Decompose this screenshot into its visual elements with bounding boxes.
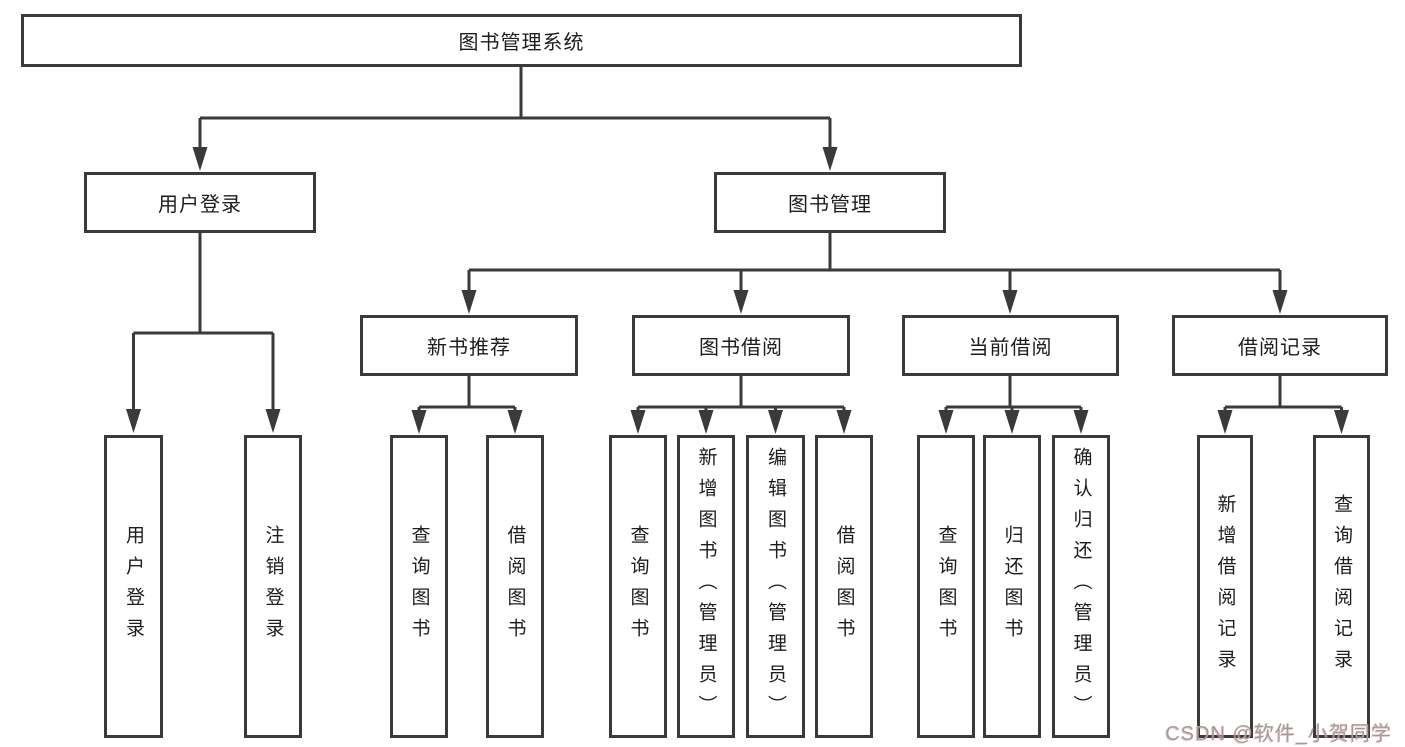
- leaf-confirm-return-admin-label: 确认归还（管理员）: [1070, 447, 1092, 726]
- leaf-edit-book-admin-label: 编辑图书（管理员）: [765, 447, 786, 726]
- leaf-query-books-current-label: 查询图书: [935, 524, 957, 649]
- node-user-login: 用户登录: [84, 172, 316, 233]
- leaf-return-book: 归还图书: [983, 435, 1041, 738]
- connector-userlogin-to-leaves: [132, 233, 275, 409]
- node-borrowing-records-label: 借阅记录: [1238, 337, 1322, 359]
- leaf-add-borrow-record-label: 新增借阅记录: [1214, 493, 1236, 680]
- leaf-edit-book-admin: 编辑图书（管理员）: [746, 435, 805, 738]
- node-root-system: 图书管理系统: [21, 14, 1022, 67]
- leaf-user-login: 用户登录: [104, 435, 163, 738]
- arrowheads: [126, 147, 1349, 434]
- leaf-add-borrow-record: 新增借阅记录: [1197, 435, 1253, 738]
- leaf-query-books-borrowing-label: 查询图书: [627, 524, 649, 649]
- leaf-user-login-label: 用户登录: [123, 524, 144, 649]
- leaf-add-book-admin-label: 新增图书（管理员）: [695, 447, 717, 726]
- leaf-borrow-books-label: 借阅图书: [833, 524, 855, 649]
- leaf-logout-label: 注销登录: [262, 524, 284, 649]
- leaf-return-book-label: 归还图书: [1001, 524, 1023, 649]
- connector-current-group: [944, 376, 1083, 410]
- node-book-borrowing: 图书借阅: [632, 315, 850, 376]
- watermark-text: CSDN @软件_小贺同学: [1165, 723, 1392, 745]
- connector-newbook-group: [417, 376, 517, 410]
- connector-records-group: [1223, 376, 1343, 410]
- leaf-borrow-books-recommend-label: 借阅图书: [504, 524, 526, 649]
- node-current-borrowing: 当前借阅: [902, 315, 1119, 376]
- node-new-book-recommend: 新书推荐: [360, 315, 578, 376]
- leaf-query-borrow-record: 查询借阅记录: [1313, 435, 1370, 738]
- leaf-borrow-books-recommend: 借阅图书: [486, 435, 544, 738]
- leaf-query-books-recommend-label: 查询图书: [408, 524, 430, 649]
- leaf-logout: 注销登录: [244, 435, 302, 738]
- node-borrowing-records: 借阅记录: [1172, 315, 1388, 376]
- leaf-add-book-admin: 新增图书（管理员）: [677, 435, 735, 738]
- node-user-login-label: 用户登录: [158, 194, 242, 216]
- leaf-query-books-recommend: 查询图书: [390, 435, 448, 738]
- connector-borrow-group: [636, 376, 846, 410]
- leaf-borrow-books: 借阅图书: [815, 435, 873, 738]
- node-current-borrowing-label: 当前借阅: [968, 337, 1053, 359]
- node-book-management-label: 图书管理: [788, 194, 872, 216]
- connector-root-to-level2: [198, 67, 832, 147]
- leaf-query-borrow-record-label: 查询借阅记录: [1331, 493, 1352, 680]
- node-new-book-recommend-label: 新书推荐: [427, 337, 511, 359]
- connector-bookmgmt-to-level3: [467, 233, 1282, 292]
- leaf-query-books-current: 查询图书: [917, 435, 975, 738]
- node-book-management: 图书管理: [714, 172, 946, 233]
- node-book-borrowing-label: 图书借阅: [699, 337, 783, 359]
- leaf-query-books-borrowing: 查询图书: [609, 435, 667, 738]
- leaf-confirm-return-admin: 确认归还（管理员）: [1052, 435, 1110, 738]
- node-root-label: 图书管理系统: [458, 32, 585, 54]
